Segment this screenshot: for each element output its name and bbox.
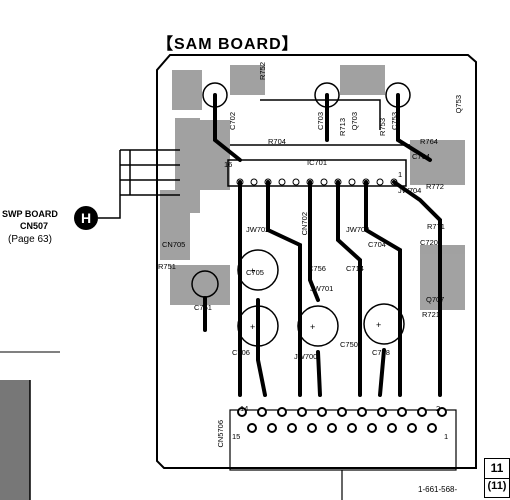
connector-cn5706-body (229, 409, 457, 471)
part-number: 1-661-568- (418, 485, 458, 494)
cap-markings: + + + + (250, 266, 381, 332)
connector-label-id: CN507 (20, 221, 49, 231)
label-r753: R753 (378, 118, 387, 136)
ic701-body (227, 159, 407, 187)
page-number-top: 11 (490, 461, 504, 475)
label-ic701: IC701 (307, 158, 328, 167)
connector-label-board: SWP BOARD (2, 209, 58, 219)
label-c714: C714 (346, 264, 364, 273)
label-r751: R751 (158, 262, 176, 271)
copper-pours (160, 65, 465, 310)
label-cn-pin15: 15 (232, 432, 241, 441)
label-r704: R704 (268, 137, 286, 146)
thin-traces (98, 99, 410, 219)
label-jw703: JW703 (346, 225, 370, 234)
label-c708: C708 (372, 348, 390, 357)
adjacent-board-fragment (0, 351, 60, 500)
label-c720: C720 (420, 238, 438, 247)
label-c705: C705 (246, 268, 264, 277)
connector-marker-badge: H (74, 206, 98, 230)
label-cn702: CN702 (300, 212, 309, 236)
label-c756: C756 (308, 264, 326, 273)
page-number-box: 11 (11) (484, 458, 510, 498)
label-c703: C703 (316, 112, 325, 130)
label-c753: C753 (390, 112, 399, 130)
label-r713: R713 (338, 118, 347, 136)
label-jw700: JW700 (294, 352, 318, 361)
svg-text:+: + (250, 322, 255, 332)
connector-label-page: (Page 63) (8, 234, 52, 245)
board-outline (156, 54, 477, 469)
page-number-divider (485, 478, 509, 479)
page-number-bottom: (11) (487, 480, 507, 492)
label-r764: R764 (420, 137, 438, 146)
label-jw704: JW704 (398, 186, 422, 195)
label-jw701: JW701 (310, 284, 334, 293)
label-c702: C702 (228, 112, 237, 130)
label-c706: C706 (232, 348, 250, 357)
label-cn705: CN705 (162, 240, 186, 249)
label-c764: C764 (412, 152, 430, 161)
label-cn-pin2: 2 (436, 404, 441, 413)
ic-pins (236, 178, 398, 186)
svg-text:+: + (376, 320, 381, 330)
label-r771: R771 (427, 222, 445, 231)
label-jw702: JW702 (246, 225, 270, 234)
label-ic-pin1: 1 (398, 170, 403, 179)
label-c704: C704 (368, 240, 386, 249)
label-c750: C750 (340, 340, 358, 349)
label-r752: R752 (258, 62, 267, 80)
label-q707: Q707 (426, 295, 445, 304)
label-cn5706: CN5706 (216, 420, 225, 448)
label-c751: C751 (194, 303, 212, 312)
label-cn-pin1: 1 (444, 432, 449, 441)
label-cn-pin14: 14 (240, 404, 249, 413)
label-q703: Q703 (350, 112, 359, 131)
board-title: 【SAM BOARD】 (157, 36, 299, 53)
svg-text:+: + (250, 266, 255, 276)
connector-pins (237, 407, 447, 433)
label-ic-pin16: 16 (224, 160, 233, 169)
label-r721: R721 (422, 310, 440, 319)
svg-text:+: + (310, 322, 315, 332)
label-r772: R772 (426, 182, 444, 191)
traces (203, 93, 442, 397)
label-q753: Q753 (454, 95, 463, 114)
